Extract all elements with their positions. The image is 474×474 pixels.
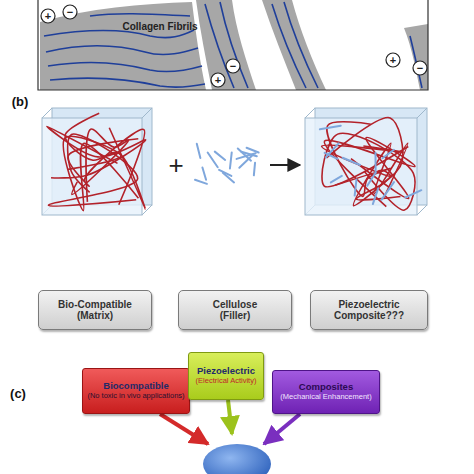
result-arrow [270,164,300,166]
plus-operator: + [168,152,183,178]
cellulose-fillers [195,144,259,184]
charge-sign: − [230,61,236,72]
box-title: Biocompatible [103,381,168,392]
result-box: Piezoelectric Composite??? [310,290,428,330]
box-title: Bio-Compatible [58,299,132,311]
charge-sign: − [417,63,423,74]
box-subtitle: (Mechanical Enhancement) [280,393,371,402]
property-box: Biocompatible(No toxic in vivo applicati… [82,368,190,414]
box-title: Piezoelectric Composite??? [314,299,424,322]
cube-box [42,108,152,215]
box-title: Cellulose [213,299,257,311]
charge-sign: − [67,7,73,18]
charge-sign: + [390,55,396,66]
box-subtitle: (Filler) [220,310,251,322]
charge-sign: + [45,11,51,22]
collagen-illustration [38,0,428,90]
component-box: Bio-Compatible(Matrix) [38,290,152,330]
box-title: Composites [299,382,353,393]
property-box: Composites(Mechanical Enhancement) [272,370,380,414]
illustration-label: Collagen Fibrils [122,22,197,32]
box-subtitle: (Matrix) [77,310,113,322]
property-box: Piezoelectric(Electrical Activity) [188,352,264,400]
panel-letter: (b) [12,95,29,108]
component-box: Cellulose(Filler) [178,290,292,330]
box-subtitle: (No toxic in vivo applications) [87,392,184,401]
charge-sign: + [215,75,221,86]
panel-letter: (c) [10,387,26,400]
box-title: Piezoelectric [197,366,255,377]
cube-box [305,108,427,215]
box-subtitle: (Electrical Activity) [196,377,257,386]
target-ellipse [203,444,271,474]
